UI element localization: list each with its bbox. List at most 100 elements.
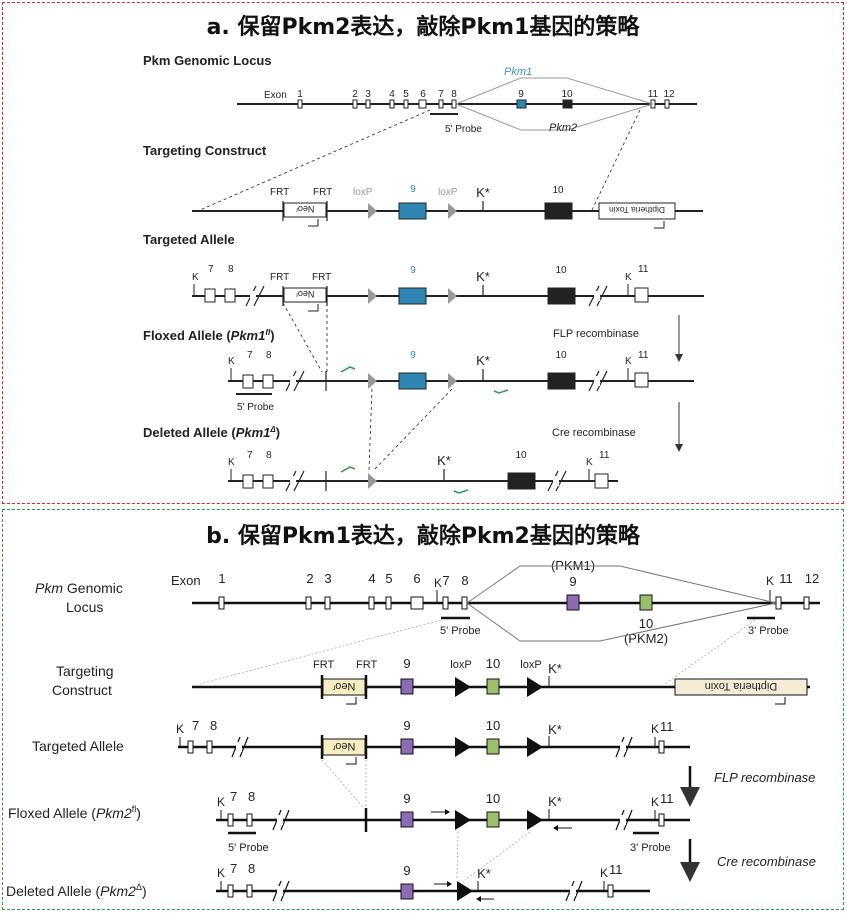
- row-label-targeted-a: Targeted Allele: [143, 232, 235, 247]
- diagram-label: 7: [230, 861, 237, 876]
- diagram-label: K: [651, 795, 659, 809]
- diagram-label: 11: [638, 264, 649, 275]
- diagram-mark: [253, 285, 265, 307]
- diagram-mark: [293, 370, 305, 392]
- diagram-label: 10: [555, 265, 567, 276]
- diagram-label: K: [217, 866, 225, 880]
- exon-box: [486, 738, 500, 755]
- splice-pkm2-a: [455, 103, 654, 131]
- exon-label-a: Exon: [264, 90, 287, 101]
- diagram-label: 1: [218, 571, 225, 586]
- diagram-label: 8: [228, 264, 234, 275]
- diagram-label: Diptheria Toxin: [705, 680, 778, 692]
- diagram-mark: [239, 736, 249, 758]
- exon-box: [277, 815, 283, 825]
- exon-box: [438, 99, 444, 109]
- diagram-label: 9: [569, 574, 576, 589]
- diagram-mark: [340, 366, 356, 373]
- diagram-mark: [466, 602, 777, 642]
- diagram-label: 8: [248, 861, 255, 876]
- diagram-mark: [445, 809, 450, 815]
- loxp-site-icon: [448, 203, 457, 219]
- exon-box: [553, 476, 559, 486]
- exon-box: [639, 594, 653, 611]
- diagram-mark: [596, 370, 608, 392]
- exon-box: [403, 99, 409, 109]
- exon-box: [206, 740, 213, 754]
- panel-a-diagram: Pkm Genomic Locus Targeting Construct Ta…: [143, 53, 704, 494]
- diagram-label: Construct: [52, 682, 112, 698]
- flp-label-b: FLP recombinase: [714, 770, 815, 785]
- diagram-label: K*: [476, 269, 490, 284]
- exon-box: [368, 596, 375, 610]
- exon-box: [570, 886, 576, 896]
- diagram-label: K: [586, 457, 593, 468]
- diagram-mark: [466, 565, 777, 604]
- loxp-site-icon: [368, 373, 377, 389]
- exon-box: [227, 813, 234, 827]
- loxp-site-icon: [527, 810, 543, 830]
- exon-box: [400, 883, 414, 900]
- locus-exons-a: [297, 99, 670, 109]
- row-label-genomic-b: Pkm Genomic: [35, 580, 123, 596]
- exon-box: [277, 886, 283, 896]
- neo-cassette-b1: [322, 678, 366, 696]
- exon-box: [400, 811, 414, 828]
- exon-box: [324, 596, 331, 610]
- diagram-label: 9: [410, 350, 416, 361]
- projection-line: [591, 109, 641, 211]
- panel-b-title: b. 保留Pkm1表达，敲除Pkm2基因的策略: [206, 524, 640, 549]
- diagram-mark: [199, 619, 442, 685]
- exon-box: [242, 374, 254, 389]
- diagram-label: 8: [248, 789, 255, 804]
- diagram-label: 7: [192, 718, 199, 733]
- exon-box: [218, 596, 225, 610]
- exon-box: [262, 474, 274, 489]
- diagram-label: 4: [368, 571, 375, 586]
- panel-b: b. 保留Pkm1表达，敲除Pkm2基因的策略: [2, 509, 844, 910]
- loxp-site-icon: [527, 677, 543, 697]
- exon-box: [486, 678, 500, 695]
- diagram-mark: [280, 809, 290, 831]
- panel-a: a. 保留Pkm2表达，敲除Pkm1基因的策略: [2, 2, 844, 504]
- exon-box: [658, 740, 665, 754]
- diagram-label: 9: [403, 863, 410, 878]
- diagram-label: 3' Probe: [748, 625, 789, 637]
- loxp-site-icon: [455, 737, 471, 757]
- neo-cassette-a2: [283, 287, 327, 303]
- exon-box: [398, 287, 427, 305]
- exon-box: [187, 740, 194, 754]
- diagram-label: FRT: [312, 272, 331, 283]
- diagram-mark: [280, 880, 290, 902]
- diagram-label: 9: [403, 718, 410, 733]
- diagram-label: 12: [663, 89, 675, 100]
- diagram-label: 11: [660, 719, 674, 734]
- diagram-label: K: [434, 576, 442, 590]
- exon-box: [620, 742, 626, 752]
- diagram-label: 5' Probe: [237, 402, 274, 413]
- toxin-label: Diptheria Toxin: [609, 205, 665, 215]
- diagram-mark: [321, 759, 365, 809]
- exon-box: [594, 376, 600, 386]
- frt-label: FRT: [270, 187, 289, 198]
- diagram-label: 12: [805, 571, 819, 586]
- diagram-label: 7: [247, 450, 253, 461]
- diagram-label: 10: [515, 450, 527, 461]
- diagram-label: Neoʳ: [296, 289, 315, 299]
- diagram-mark: [340, 466, 356, 473]
- diagram-label: Neoʳ: [332, 680, 355, 692]
- diagram-label: 3: [365, 89, 371, 100]
- exon-box: [658, 813, 665, 827]
- loxp-site-icon: [448, 288, 457, 304]
- diagram-label: K: [228, 356, 235, 367]
- exon-box: [547, 287, 576, 305]
- neo-cassette-a1: [283, 202, 327, 218]
- diagram-label: K: [600, 866, 608, 880]
- diagram-mark: [346, 697, 357, 705]
- diagram-mark: [464, 831, 531, 881]
- diagram-mark: [447, 881, 452, 887]
- loxp-site-icon: [455, 677, 471, 697]
- diagram-label: K: [651, 722, 659, 736]
- neo-cassette-b2: [322, 738, 366, 756]
